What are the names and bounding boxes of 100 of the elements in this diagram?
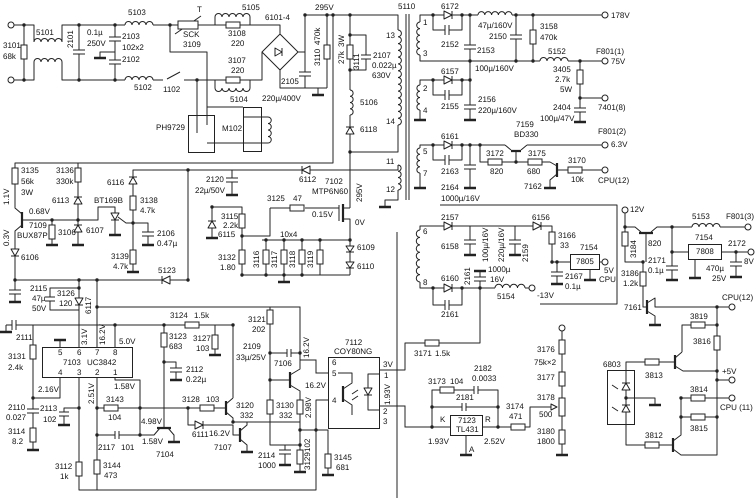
value-label: 100µ/16V: [482, 228, 490, 262]
component-label: 1102: [163, 86, 180, 94]
terminal-label: F801(1): [596, 48, 624, 56]
voltage-label: 1.93V: [428, 438, 449, 446]
component-label: 6172: [441, 3, 459, 11]
component-label: 3171: [414, 350, 432, 358]
component-label: 3815: [690, 425, 708, 433]
terminal-label: CPU(12): [722, 294, 754, 302]
value-label: 820: [648, 240, 662, 248]
voltage-label: 16.2V: [303, 337, 311, 358]
value-label: 0.1µ: [565, 283, 581, 291]
voltage-regulator-package: [688, 244, 722, 260]
value-label: 680: [527, 168, 540, 176]
component-label: 2404: [553, 104, 571, 112]
voltage-label: 0.15V: [312, 211, 333, 219]
value-label: 50V: [32, 305, 46, 313]
component-label: 3145: [334, 454, 352, 462]
component-label: 2120: [206, 176, 224, 184]
value-label: 0.22µ: [186, 376, 206, 384]
component-label: 3178: [537, 394, 555, 402]
value-label: 68k: [3, 53, 16, 61]
pin-number: 3: [77, 369, 82, 377]
value-label: 0.0033: [472, 375, 496, 383]
component-label: 3127: [193, 335, 211, 343]
pin-number: K: [440, 416, 446, 424]
value-label: 22µ/50V: [195, 187, 225, 195]
pin-number: 1: [423, 19, 428, 27]
component-label: 7123: [458, 417, 476, 425]
component-label: BT169B: [94, 197, 123, 205]
value-label: 332: [279, 412, 292, 420]
component-label: 5102: [134, 84, 152, 92]
component-label: 3119: [307, 250, 315, 268]
value-label: 2.2k: [223, 222, 238, 230]
component-label: 3180: [537, 428, 555, 436]
component-label: 3166: [558, 232, 576, 240]
value-label: 27k: [338, 51, 346, 64]
component-label: 6115: [218, 231, 236, 239]
value-label: 47: [293, 195, 302, 203]
component-label: 3819: [690, 313, 708, 321]
component-label: M102: [222, 125, 242, 133]
value-label: T: [197, 6, 202, 14]
component-label: 3117: [271, 250, 279, 268]
component-label: 3125: [267, 195, 285, 203]
component-label: 7161: [624, 304, 642, 312]
component-label: 6110: [357, 263, 374, 271]
component-label: 2182: [474, 365, 492, 373]
component-label: 2105: [281, 78, 299, 86]
pin-number: 2: [383, 408, 388, 416]
component-label: 5104: [230, 96, 248, 104]
pin-number: 4: [423, 107, 428, 115]
pin-number: 2: [423, 85, 428, 93]
component-label: 3177: [537, 374, 555, 382]
component-label: 2106: [157, 230, 175, 238]
component-label: 3405: [553, 66, 571, 74]
component-label: 7107: [214, 444, 232, 452]
component-label: 2155: [441, 103, 459, 111]
value-label: 1.80: [220, 264, 236, 272]
component-label: 3116: [253, 250, 261, 268]
component-label: 3106: [58, 229, 76, 237]
component-label: 3136: [56, 167, 74, 175]
pin-number: 5: [58, 349, 62, 357]
value-label: 25V: [712, 275, 726, 283]
component-label: 5152: [548, 48, 566, 56]
terminal-label: 12V: [630, 206, 644, 214]
value-label: 1000: [258, 462, 276, 470]
component-label: 3124: [170, 312, 188, 320]
voltage-label: 0V: [355, 219, 365, 227]
value-label: 3W: [338, 35, 346, 47]
value-label: 47µ: [32, 295, 46, 303]
component-label: 2115: [30, 285, 48, 293]
value-label: 5W: [560, 86, 572, 94]
voltage-label: 1.1V: [3, 188, 11, 205]
value-label: 1.5k: [194, 312, 210, 320]
component-label: 3108: [228, 30, 246, 38]
component-label: 6106: [21, 254, 39, 262]
voltage-label: 2.52V: [484, 438, 505, 446]
value-label: 471: [509, 413, 522, 421]
voltage-label: 16.2V: [99, 324, 107, 345]
component-label: 2113: [40, 405, 58, 413]
component-label: 3112: [55, 463, 72, 471]
value-label: 220: [231, 67, 244, 75]
terminal-label: 6.3V: [611, 141, 628, 149]
component-label: 3120: [236, 402, 254, 410]
component-label: 3128: [182, 396, 200, 404]
terminal-label: CPU: [599, 276, 616, 284]
component-label: 6157: [441, 68, 459, 76]
component-label: 2167: [565, 273, 583, 281]
component-label: 2163: [441, 168, 459, 176]
component-label: 3170: [568, 157, 586, 165]
component-label: 2102: [122, 56, 140, 64]
value-label: 10k: [571, 176, 584, 184]
value-label: 100µ/160V: [475, 65, 514, 73]
component-label: 7109: [29, 222, 47, 230]
voltage-label: 295V: [315, 4, 334, 12]
terminal-label: 75V: [611, 58, 626, 66]
component-label: 2153: [477, 47, 495, 55]
pin-number: 6: [77, 349, 82, 357]
component-label: 3135: [21, 167, 39, 175]
component-label: 3158: [540, 23, 558, 31]
component-label: 3111: [353, 53, 361, 70]
